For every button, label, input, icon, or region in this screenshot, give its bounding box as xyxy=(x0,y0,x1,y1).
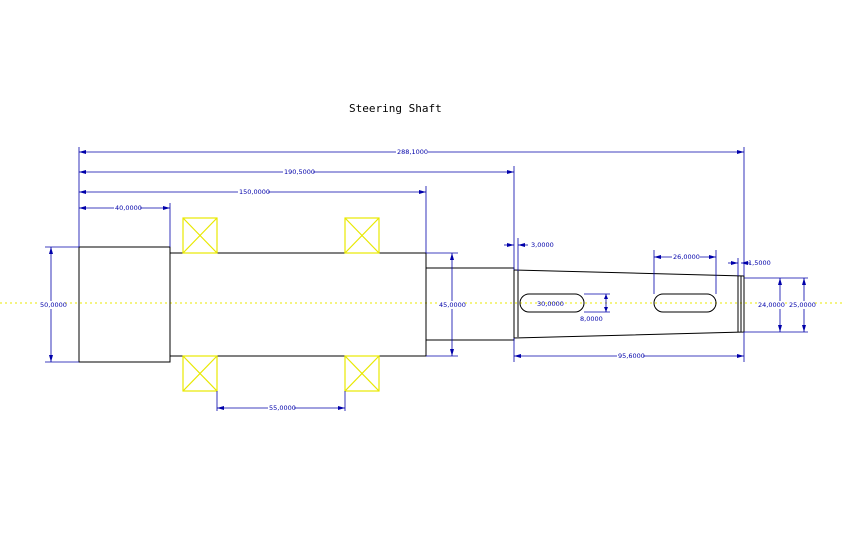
dim-slot-length-26: 26,0000 xyxy=(673,253,700,261)
dim-groove-1-5: 1,5000 xyxy=(748,259,771,267)
dim-slot-width-8: 8,0000 xyxy=(580,315,603,323)
dimension-arrows xyxy=(49,150,806,410)
keyway-slot-1 xyxy=(519,293,585,313)
bearing-bottom-right xyxy=(344,355,380,392)
bearing-bottom-left xyxy=(182,355,218,392)
dim-length-40: 40,0000 xyxy=(115,204,142,212)
dim-length-95: 95,6000 xyxy=(618,352,645,360)
shaft-section-end xyxy=(513,269,745,339)
dim-length-150: 150,0000 xyxy=(239,188,270,196)
dim-dia-45: 45,0000 xyxy=(439,301,466,309)
dim-bearing-spacing: 55,0000 xyxy=(269,404,296,412)
bearings xyxy=(182,217,380,392)
bearing-top-right xyxy=(344,217,380,254)
keyway-slot-2 xyxy=(653,293,717,313)
drawing-title: Steering Shaft xyxy=(349,102,442,115)
dim-dia-50: 50,0000 xyxy=(40,301,67,309)
dim-dia-24: 24,0000 xyxy=(758,301,785,309)
shaft-section-bearing xyxy=(169,252,427,357)
shaft-outline xyxy=(78,246,745,363)
dim-overall-length: 288,1000 xyxy=(397,148,428,156)
dim-groove-3: 3,0000 xyxy=(531,241,554,249)
dim-dia-25: 25,0000 xyxy=(789,301,816,309)
dim-length-190: 190,5000 xyxy=(284,168,315,176)
dim-slot-dia-30: 30,0000 xyxy=(537,300,564,308)
shaft-section-large xyxy=(78,246,171,363)
bearing-top-left xyxy=(182,217,218,254)
